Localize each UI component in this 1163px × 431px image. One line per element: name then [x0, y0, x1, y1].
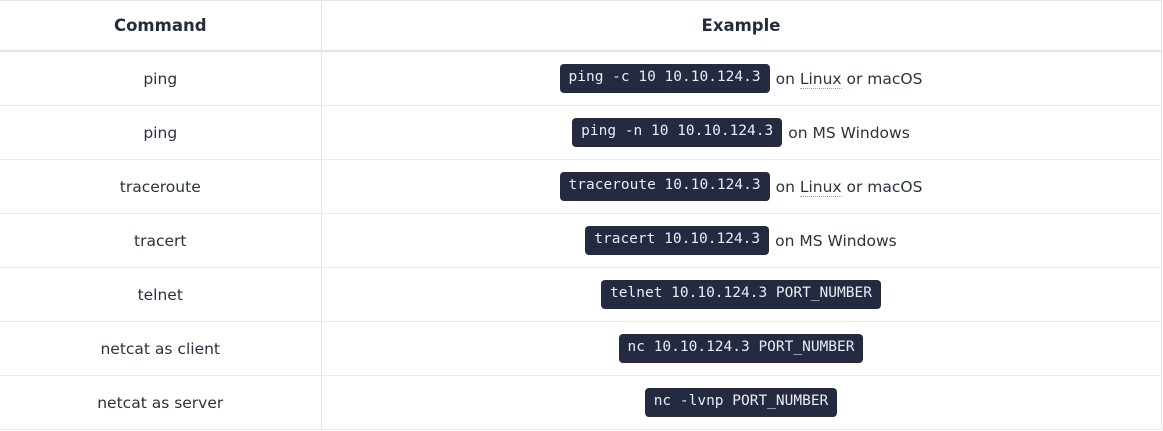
cell-command: netcat as server: [0, 375, 322, 430]
cell-command: ping: [0, 51, 322, 106]
cell-example: nc -lvnp PORT_NUMBER: [321, 375, 1161, 430]
cell-example: ping -n 10 10.10.124.3 on MS Windows: [321, 105, 1161, 160]
code-snippet[interactable]: nc 10.10.124.3 PORT_NUMBER: [618, 334, 864, 363]
suffix-prefix-text: on MS Windows: [775, 231, 897, 250]
cell-command: telnet: [0, 267, 322, 322]
suffix-trailing-text: or macOS: [841, 69, 923, 88]
table-header: Command Example: [0, 0, 1161, 52]
os-abbreviation[interactable]: Linux: [799, 69, 842, 89]
cell-command: ping: [0, 105, 322, 160]
code-snippet[interactable]: nc -lvnp PORT_NUMBER: [644, 388, 838, 417]
column-header-example: Example: [321, 0, 1161, 52]
suffix-trailing-text: or macOS: [841, 177, 923, 196]
cell-example: tracert 10.10.124.3 on MS Windows: [321, 213, 1161, 268]
example-suffix: on Linux or macOS: [775, 69, 923, 89]
example-suffix: on MS Windows: [775, 232, 897, 250]
table-row: netcat as server nc -lvnp PORT_NUMBER: [0, 375, 1161, 430]
table-row: telnet telnet 10.10.124.3 PORT_NUMBER: [0, 267, 1161, 322]
os-abbreviation[interactable]: Linux: [799, 177, 842, 197]
example-suffix: on Linux or macOS: [775, 177, 923, 197]
table-header-row: Command Example: [0, 0, 1161, 52]
table-row: netcat as client nc 10.10.124.3 PORT_NUM…: [0, 321, 1161, 376]
column-header-command: Command: [0, 0, 322, 52]
cell-command: traceroute: [0, 159, 322, 214]
table-row: tracert tracert 10.10.124.3 on MS Windows: [0, 213, 1161, 268]
suffix-prefix-text: on: [775, 177, 800, 196]
cell-command: tracert: [0, 213, 322, 268]
cell-example: nc 10.10.124.3 PORT_NUMBER: [321, 321, 1161, 376]
cell-example: telnet 10.10.124.3 PORT_NUMBER: [321, 267, 1161, 322]
code-snippet[interactable]: telnet 10.10.124.3 PORT_NUMBER: [601, 280, 881, 309]
example-suffix: on MS Windows: [788, 124, 910, 142]
table-row: ping ping -n 10 10.10.124.3 on MS Windows: [0, 105, 1161, 160]
code-snippet[interactable]: traceroute 10.10.124.3: [559, 172, 770, 201]
code-snippet[interactable]: tracert 10.10.124.3: [585, 226, 770, 255]
suffix-prefix-text: on: [775, 69, 800, 88]
suffix-prefix-text: on MS Windows: [788, 123, 910, 142]
cell-command: netcat as client: [0, 321, 322, 376]
code-snippet[interactable]: ping -c 10 10.10.124.3: [559, 64, 770, 93]
code-snippet[interactable]: ping -n 10 10.10.124.3: [572, 118, 783, 147]
